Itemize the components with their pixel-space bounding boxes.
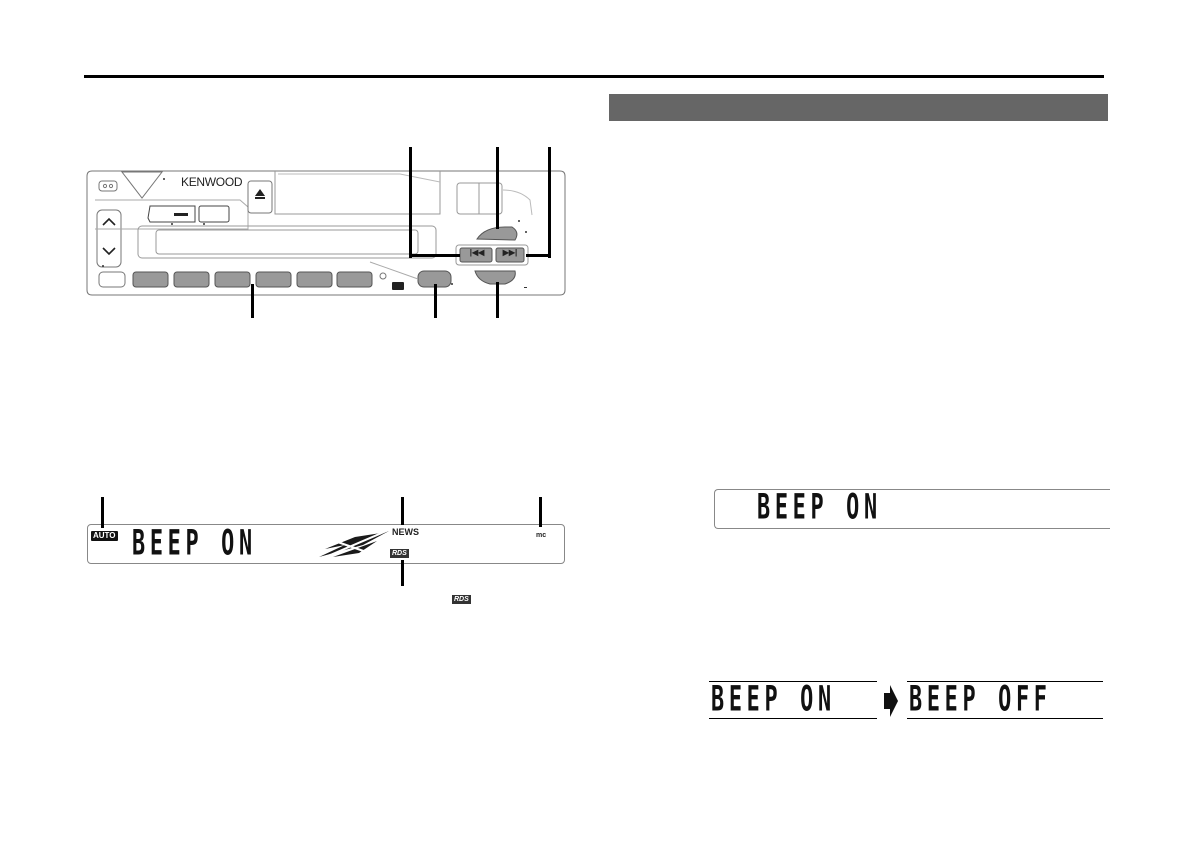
lcd-right-text: BEEP ON (757, 485, 882, 527)
arrow-right-icon (884, 685, 898, 717)
volume-down-button[interactable] (97, 239, 121, 267)
eject-button[interactable] (248, 181, 272, 213)
callout-line (526, 254, 551, 257)
callout-line (496, 147, 499, 229)
rds-indicator: RDS (390, 549, 409, 558)
callout-line (401, 560, 404, 586)
callout-line (548, 147, 551, 258)
lcd-main-text: BEEP ON (132, 521, 257, 563)
section-header-bar (609, 94, 1108, 121)
callout-line (409, 254, 460, 257)
callout-line (409, 147, 412, 258)
brand-logo: KENWOOD (181, 175, 243, 189)
news-indicator: NEWS (392, 527, 419, 537)
rds-legend-icon: RDS (452, 595, 471, 604)
toggle-from-text: BEEP ON (711, 677, 836, 719)
toggle-to-text: BEEP OFF (909, 677, 1052, 719)
toggle-to-top-rule (907, 681, 1103, 682)
toggle-to-bottom-rule (907, 718, 1103, 719)
next-track-button[interactable]: ▶▶| (502, 248, 518, 257)
cassette-logo-icon (392, 282, 404, 290)
callout-line (101, 497, 104, 528)
auto-indicator: AUTO (91, 531, 118, 541)
lcd-display-main (87, 524, 565, 564)
mc-indicator: mc (536, 532, 547, 539)
callout-line (251, 284, 254, 318)
prev-track-button[interactable]: |◀◀ (469, 248, 485, 257)
spinning-disc-icon (319, 528, 392, 560)
callout-line (539, 497, 542, 527)
callout-line (434, 284, 437, 318)
page-top-rule (84, 75, 1104, 78)
lcd-display-right (714, 489, 1110, 529)
toggle-from-top-rule (709, 681, 877, 682)
callout-line (496, 282, 499, 318)
volume-up-button[interactable] (97, 210, 121, 238)
toggle-from-bottom-rule (709, 718, 877, 719)
callout-line (401, 497, 404, 525)
